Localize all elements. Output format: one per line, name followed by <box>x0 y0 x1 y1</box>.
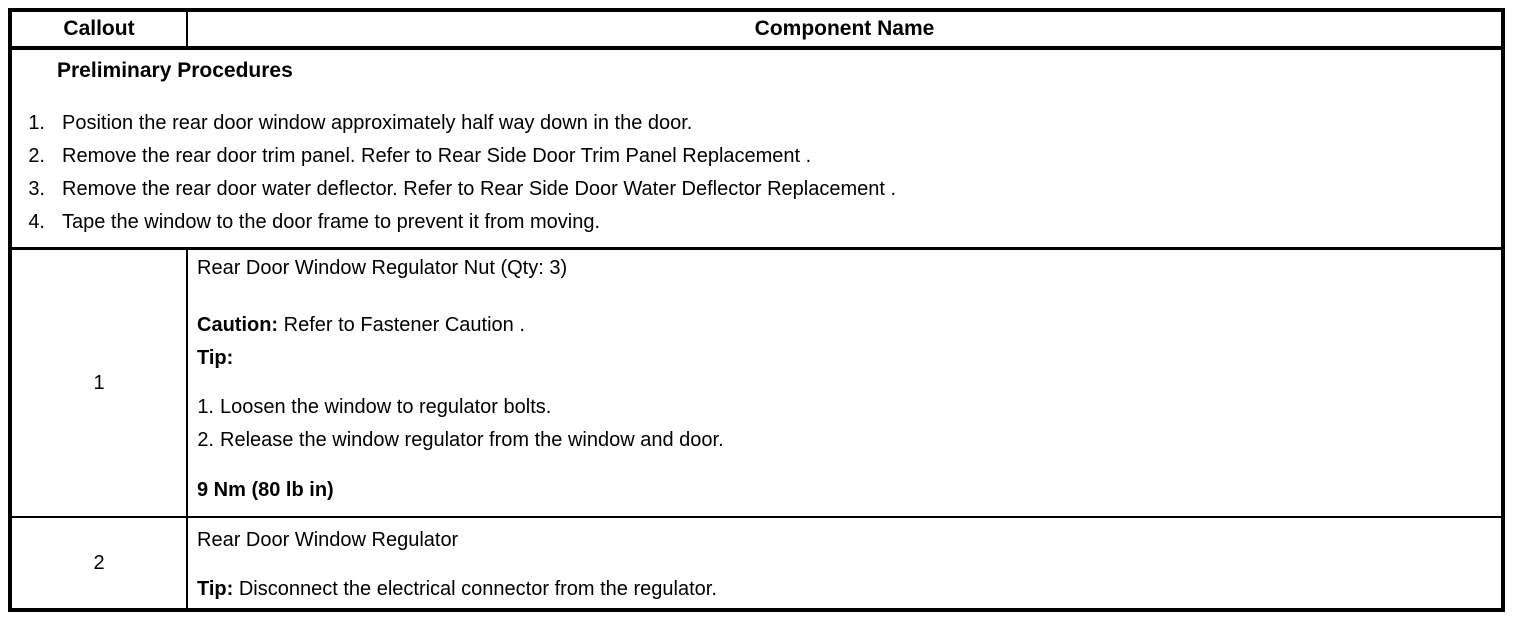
step-text: Remove the rear door water deflector. Re… <box>62 178 897 200</box>
preliminary-step: 2. Remove the rear door trim panel. Refe… <box>12 140 1501 173</box>
component-cell: Rear Door Window Regulator Nut (Qty: 3) … <box>188 250 1501 516</box>
caution-text: Refer to Fastener Caution . <box>278 314 525 336</box>
tip-line: Tip: <box>197 342 1489 375</box>
step-text: Tape the window to the door frame to pre… <box>62 211 601 233</box>
torque-spec: 9 Nm (80 lb in) <box>197 479 334 501</box>
caution-line: Caution: Refer to Fastener Caution . <box>197 309 1489 342</box>
step-number: 1. <box>197 396 214 418</box>
caution-label: Caution: <box>197 314 279 336</box>
table-row-callout-1: 1 Rear Door Window Regulator Nut (Qty: 3… <box>12 250 1501 518</box>
tip-steps-list: 1. Loosen the window to regulator bolts.… <box>197 391 1489 457</box>
step-text: Position the rear door window approximat… <box>62 112 693 134</box>
preliminary-procedures-section: Preliminary Procedures 1. Position the r… <box>12 50 1501 250</box>
preliminary-steps-list: 1. Position the rear door window approxi… <box>12 107 1501 239</box>
tip-step: 2. Release the window regulator from the… <box>197 424 1489 457</box>
step-text: Loosen the window to regulator bolts. <box>220 396 552 418</box>
step-number: 1. <box>28 112 45 134</box>
component-callout-table: Callout Component Name Preliminary Proce… <box>8 8 1505 612</box>
step-text: Release the window regulator from the wi… <box>220 429 724 451</box>
component-cell: Rear Door Window Regulator Tip: Disconne… <box>188 518 1501 608</box>
tip-line: Tip: Disconnect the electrical connector… <box>197 573 1489 606</box>
tip-label: Tip: <box>197 347 234 369</box>
component-name: Rear Door Window Regulator Nut (Qty: 3) <box>197 257 568 279</box>
preliminary-step: 3. Remove the rear door water deflector.… <box>12 173 1501 206</box>
callout-cell: 1 <box>12 250 188 516</box>
callout-number: 2 <box>93 551 105 574</box>
callout-column-header: Callout <box>63 17 135 40</box>
preliminary-step: 4. Tape the window to the door frame to … <box>12 206 1501 239</box>
header-cell-callout: Callout <box>12 12 188 46</box>
tip-step: 1. Loosen the window to regulator bolts. <box>197 391 1489 424</box>
step-number: 4. <box>28 211 45 233</box>
table-row-callout-2: 2 Rear Door Window Regulator Tip: Discon… <box>12 518 1501 608</box>
callout-cell: 2 <box>12 518 188 608</box>
component-name: Rear Door Window Regulator <box>197 529 459 551</box>
callout-number: 1 <box>93 371 105 394</box>
step-number: 3. <box>28 178 45 200</box>
table-header-row: Callout Component Name <box>12 12 1501 50</box>
tip-label: Tip: <box>197 578 234 600</box>
component-name-column-header: Component Name <box>754 17 935 40</box>
step-number: 2. <box>197 429 214 451</box>
step-number: 2. <box>28 145 45 167</box>
tip-text: Disconnect the electrical connector from… <box>233 578 717 600</box>
preliminary-procedures-title: Preliminary Procedures <box>57 59 293 82</box>
header-cell-component-name: Component Name <box>188 12 1501 46</box>
step-text: Remove the rear door trim panel. Refer t… <box>62 145 812 167</box>
preliminary-step: 1. Position the rear door window approxi… <box>12 107 1501 140</box>
